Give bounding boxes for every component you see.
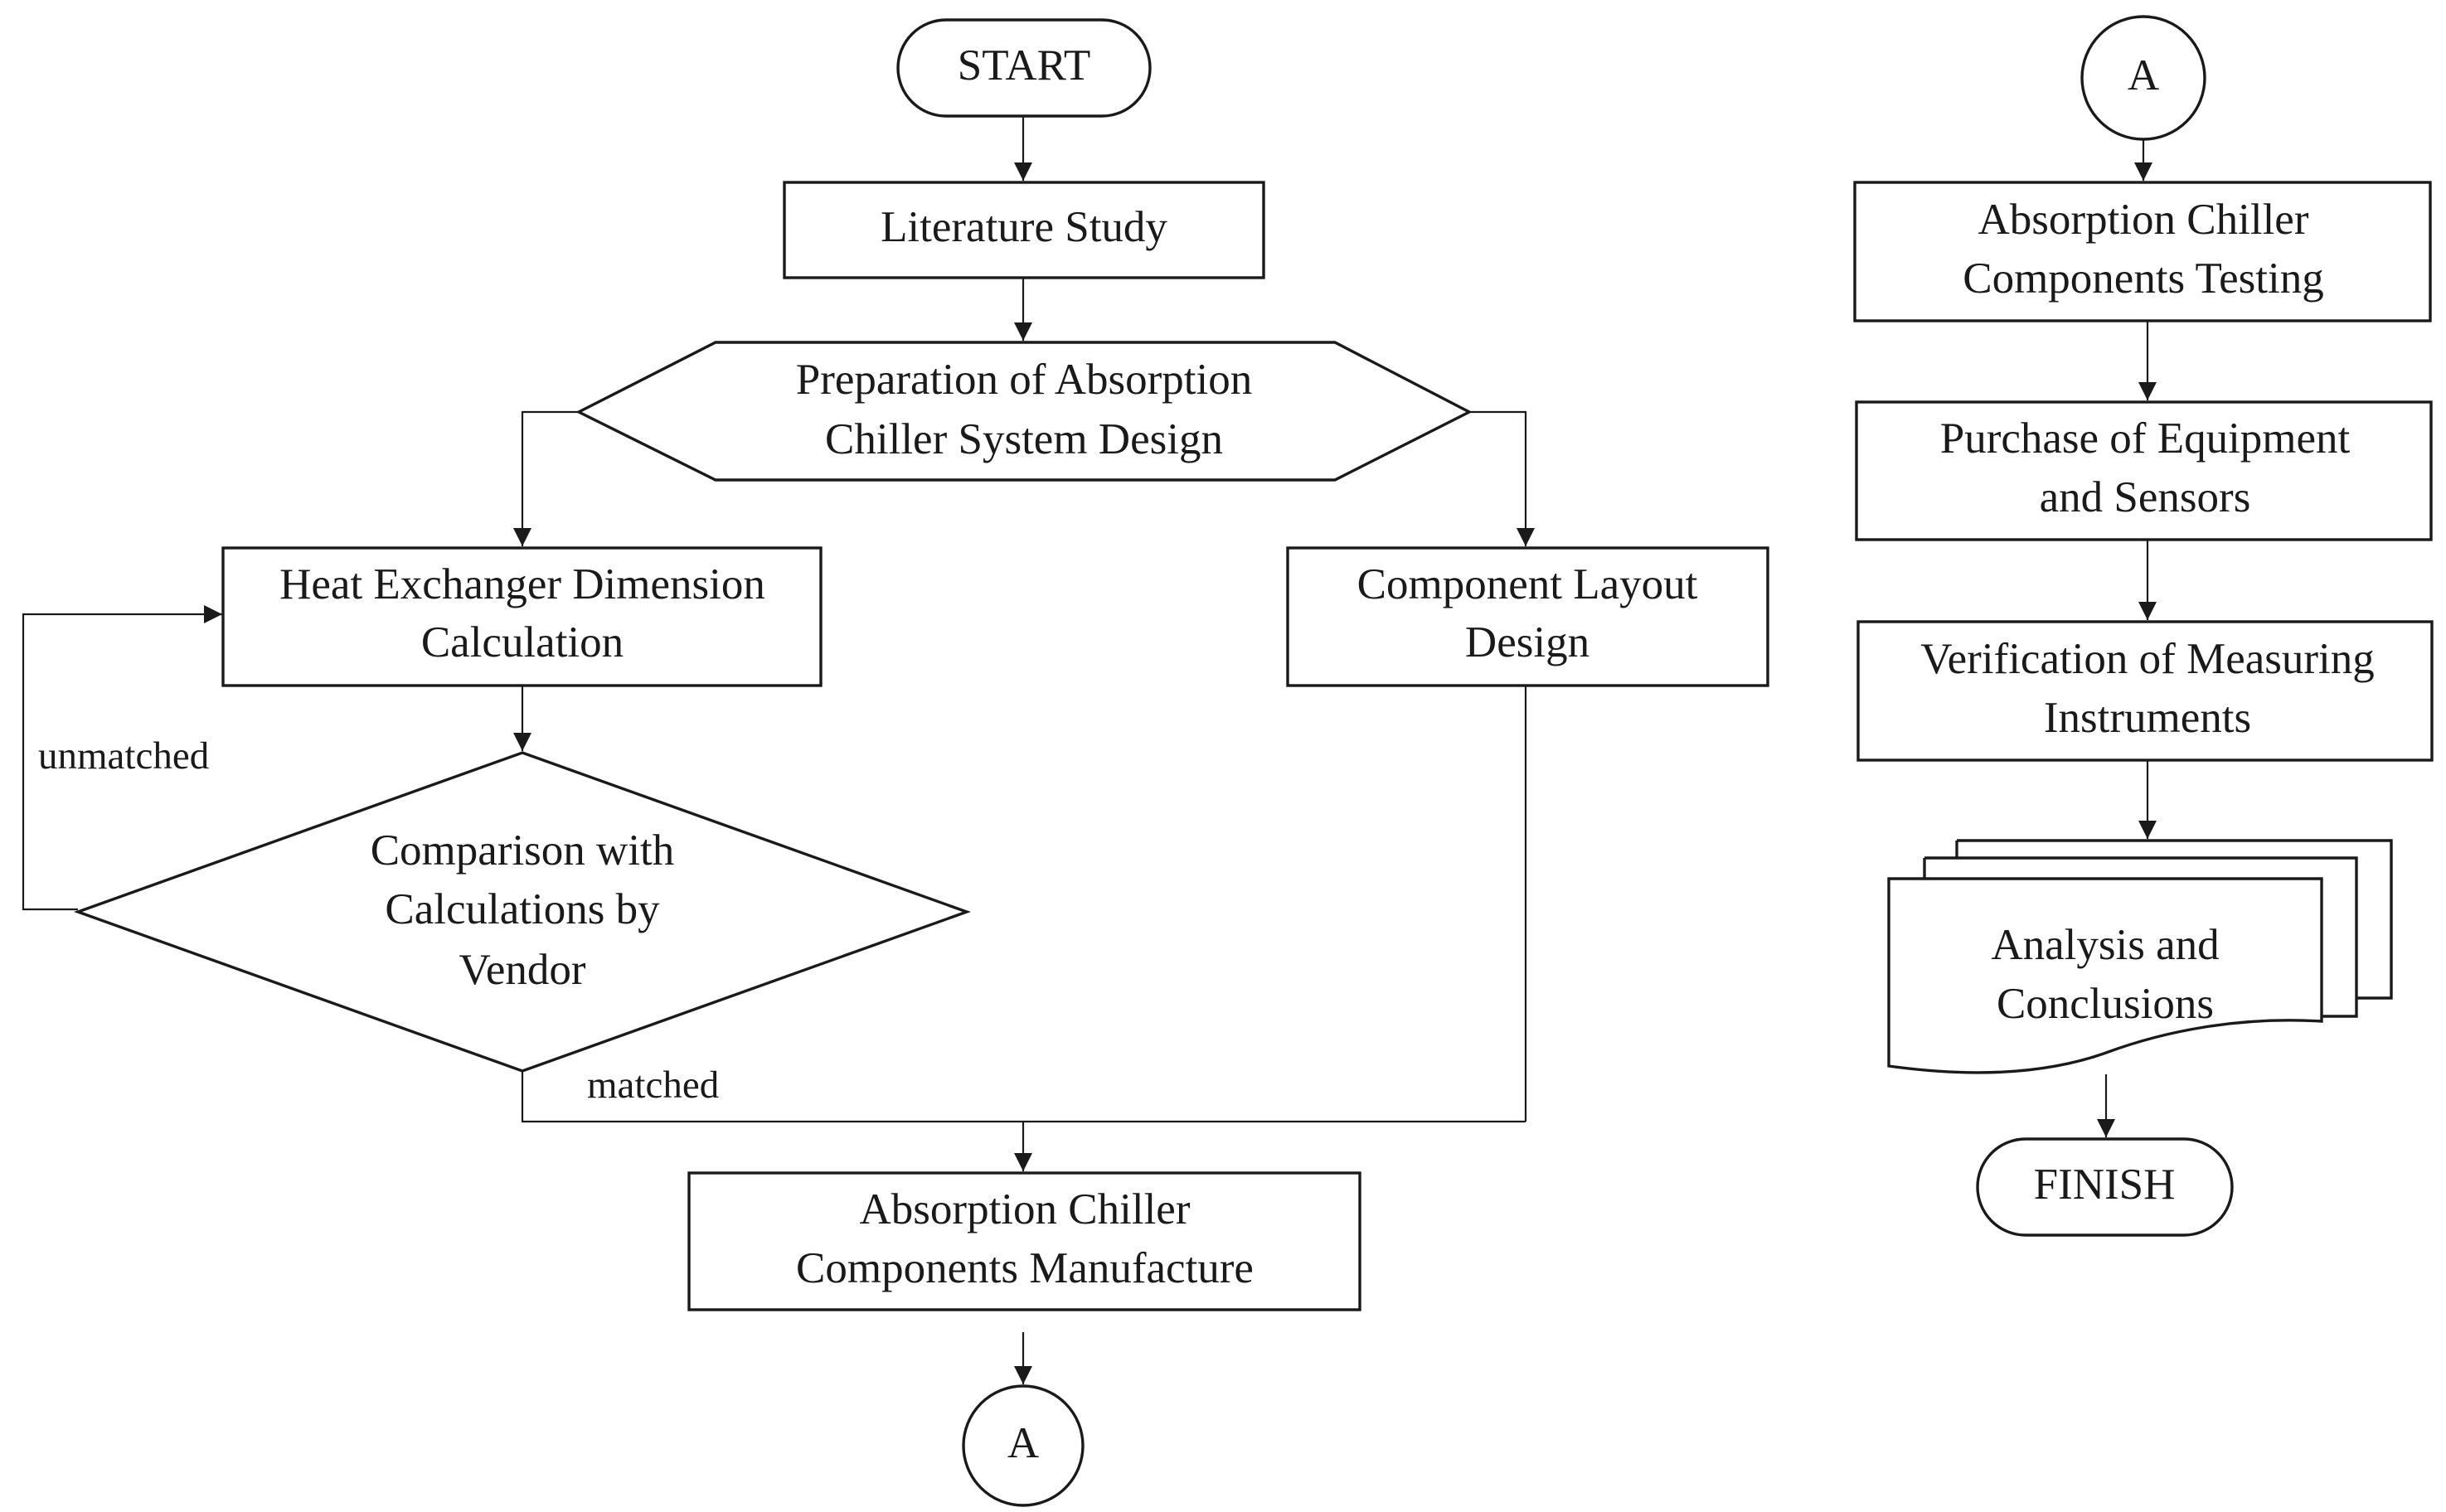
comparison-label-line3: Vendor	[459, 946, 585, 994]
testing-label-line1: Absorption Chiller	[1978, 196, 2309, 244]
heat-exchanger-label-line1: Heat Exchanger Dimension	[279, 560, 765, 608]
finish-label: FINISH	[2034, 1161, 2176, 1209]
purchase-label-line1: Purchase of Equipment	[1940, 414, 2351, 463]
analysis-front-page	[1887, 877, 2323, 1074]
start-label: START	[958, 41, 1090, 90]
connector-a-top: A	[2080, 15, 2206, 141]
arrow-preparation-to-heat-exchanger	[513, 410, 579, 546]
line-matched-to-merge	[521, 1071, 1526, 1123]
component-layout-box: Component Layout Design	[1286, 546, 1769, 687]
verification-label-line1: Verification of Measuring	[1920, 635, 2375, 683]
literature-study-box: Literature Study	[783, 181, 1265, 279]
heat-exchanger-label-line2: Calculation	[421, 618, 624, 666]
comparison-label-line2: Calculations by	[385, 885, 660, 933]
preparation-label-line2: Chiller System Design	[825, 415, 1223, 463]
preparation-hexagon: Preparation of Absorption Chiller System…	[575, 341, 1473, 482]
component-layout-label-line2: Design	[1465, 618, 1589, 666]
arrow-preparation-to-layout	[1469, 410, 1535, 546]
verification-box: Verification of Measuring Instruments	[1856, 620, 2434, 762]
connector-a-bottom: A	[962, 1384, 1085, 1507]
manufacture-box: Absorption Chiller Components Manufactur…	[687, 1171, 1361, 1311]
manufacture-label-line2: Components Manufacture	[796, 1244, 1254, 1292]
verification-label-line2: Instruments	[2044, 694, 2251, 742]
start-terminal: START	[896, 18, 1152, 118]
component-layout-label-line1: Component Layout	[1357, 560, 1698, 608]
manufacture-label-line1: Absorption Chiller	[860, 1185, 1191, 1233]
purchase-label-line2: and Sensors	[2040, 473, 2251, 521]
analysis-multidocument: Analysis and Conclusions	[1887, 839, 2393, 1074]
analysis-label-line2: Conclusions	[1997, 980, 2214, 1028]
heat-exchanger-box: Heat Exchanger Dimension Calculation	[221, 546, 823, 687]
edge-label-unmatched: unmatched	[38, 734, 209, 778]
testing-label-line2: Components Testing	[1963, 254, 2324, 303]
connector-a-bottom-label: A	[1007, 1419, 1039, 1467]
testing-box: Absorption Chiller Components Testing	[1853, 181, 2432, 322]
edge-label-matched: matched	[587, 1064, 719, 1107]
purchase-box: Purchase of Equipment and Sensors	[1855, 400, 2433, 541]
comparison-diamond: Comparison with Calculations by Vendor	[73, 751, 972, 1073]
arrow-unmatched-loop	[22, 605, 222, 911]
connector-a-top-label: A	[2128, 51, 2159, 99]
preparation-label-line1: Preparation of Absorption	[796, 356, 1253, 404]
comparison-label-line1: Comparison with	[371, 826, 675, 875]
literature-study-label: Literature Study	[881, 203, 1167, 251]
finish-terminal: FINISH	[1976, 1137, 2234, 1237]
analysis-label-line1: Analysis and	[1991, 921, 2219, 969]
